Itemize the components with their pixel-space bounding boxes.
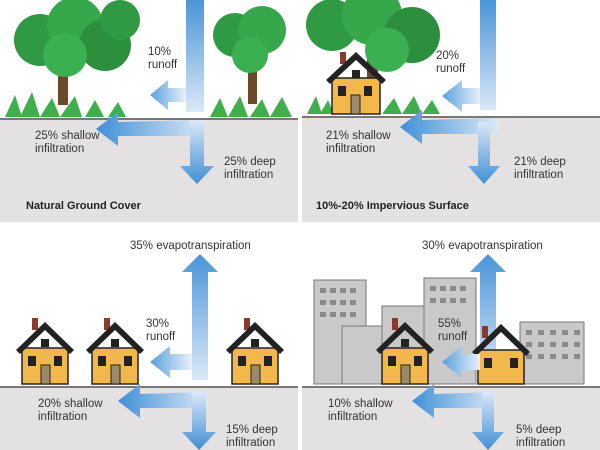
evapotranspiration-arrow — [182, 254, 218, 380]
shallow-infiltration-label: 10% shallow infiltration — [328, 398, 393, 423]
evapotranspiration-label: 35% evapotranspiration — [130, 240, 251, 252]
panel-natural-ground-cover: 10% runoff 25% shallow infiltration 25% … — [0, 0, 298, 222]
deep-infiltration-arrow — [472, 392, 504, 450]
panel-graphics — [313, 254, 585, 450]
panel-caption: Natural Ground Cover — [26, 200, 141, 212]
tree-icon — [213, 6, 286, 104]
evapotranspiration-arrow — [470, 254, 506, 380]
shallow-infiltration-arrow — [96, 112, 204, 146]
deep-infiltration-label: 15% deep infiltration — [226, 424, 278, 449]
deep-infiltration-arrow — [180, 120, 214, 184]
runoff-label: 20% runoff — [436, 50, 466, 75]
shallow-infiltration-arrow — [400, 110, 498, 144]
building-windows — [320, 286, 580, 359]
runoff-arrow — [442, 346, 480, 378]
runoff-arrow — [150, 346, 192, 378]
house-icon — [86, 318, 144, 385]
evapotranspiration-arrow-shaft — [480, 0, 496, 110]
shallow-infiltration-label: 25% shallow infiltration — [35, 130, 100, 155]
shallow-infiltration-arrow — [412, 384, 496, 418]
deep-infiltration-label: 25% deep infiltration — [224, 156, 276, 181]
panel-graphics — [306, 0, 500, 184]
deep-infiltration-label: 5% deep infiltration — [516, 424, 566, 449]
panel-impervious-10-20: 20% runoff 21% shallow infiltration 21% … — [302, 0, 600, 222]
house-icon — [226, 318, 284, 385]
panel-impervious-75-100: 30% evapotranspiration 55% runoff 10% sh… — [302, 226, 600, 450]
deep-infiltration-label: 21% deep infiltration — [514, 156, 566, 181]
shallow-infiltration-arrow — [118, 384, 208, 418]
evapotranspiration-arrow-shaft — [186, 0, 204, 112]
shallow-infiltration-label: 20% shallow infiltration — [38, 398, 103, 423]
deep-infiltration-arrow — [468, 122, 500, 184]
runoff-arrow — [442, 80, 480, 112]
panel-graphics — [16, 254, 284, 450]
house-icon — [16, 318, 74, 385]
deep-infiltration-arrow — [182, 392, 216, 450]
evapotranspiration-label: 30% evapotranspiration — [422, 240, 543, 252]
tree-icon — [14, 0, 140, 105]
panel-impervious-35-50: 35% evapotranspiration 30% runoff 20% sh… — [0, 226, 298, 450]
runoff-arrow — [150, 80, 186, 110]
panel-graphics — [5, 0, 292, 184]
house-icon — [376, 318, 434, 385]
runoff-label: 10% runoff — [148, 46, 178, 71]
shallow-infiltration-label: 21% shallow infiltration — [326, 130, 391, 155]
panel-caption: 10%-20% Impervious Surface — [316, 200, 469, 212]
runoff-label: 30% runoff — [146, 318, 176, 343]
runoff-label: 55% runoff — [438, 318, 468, 344]
house-icon — [326, 52, 386, 115]
grass-icon — [307, 96, 440, 114]
grass-icon — [5, 92, 292, 117]
house-icon — [472, 324, 530, 385]
